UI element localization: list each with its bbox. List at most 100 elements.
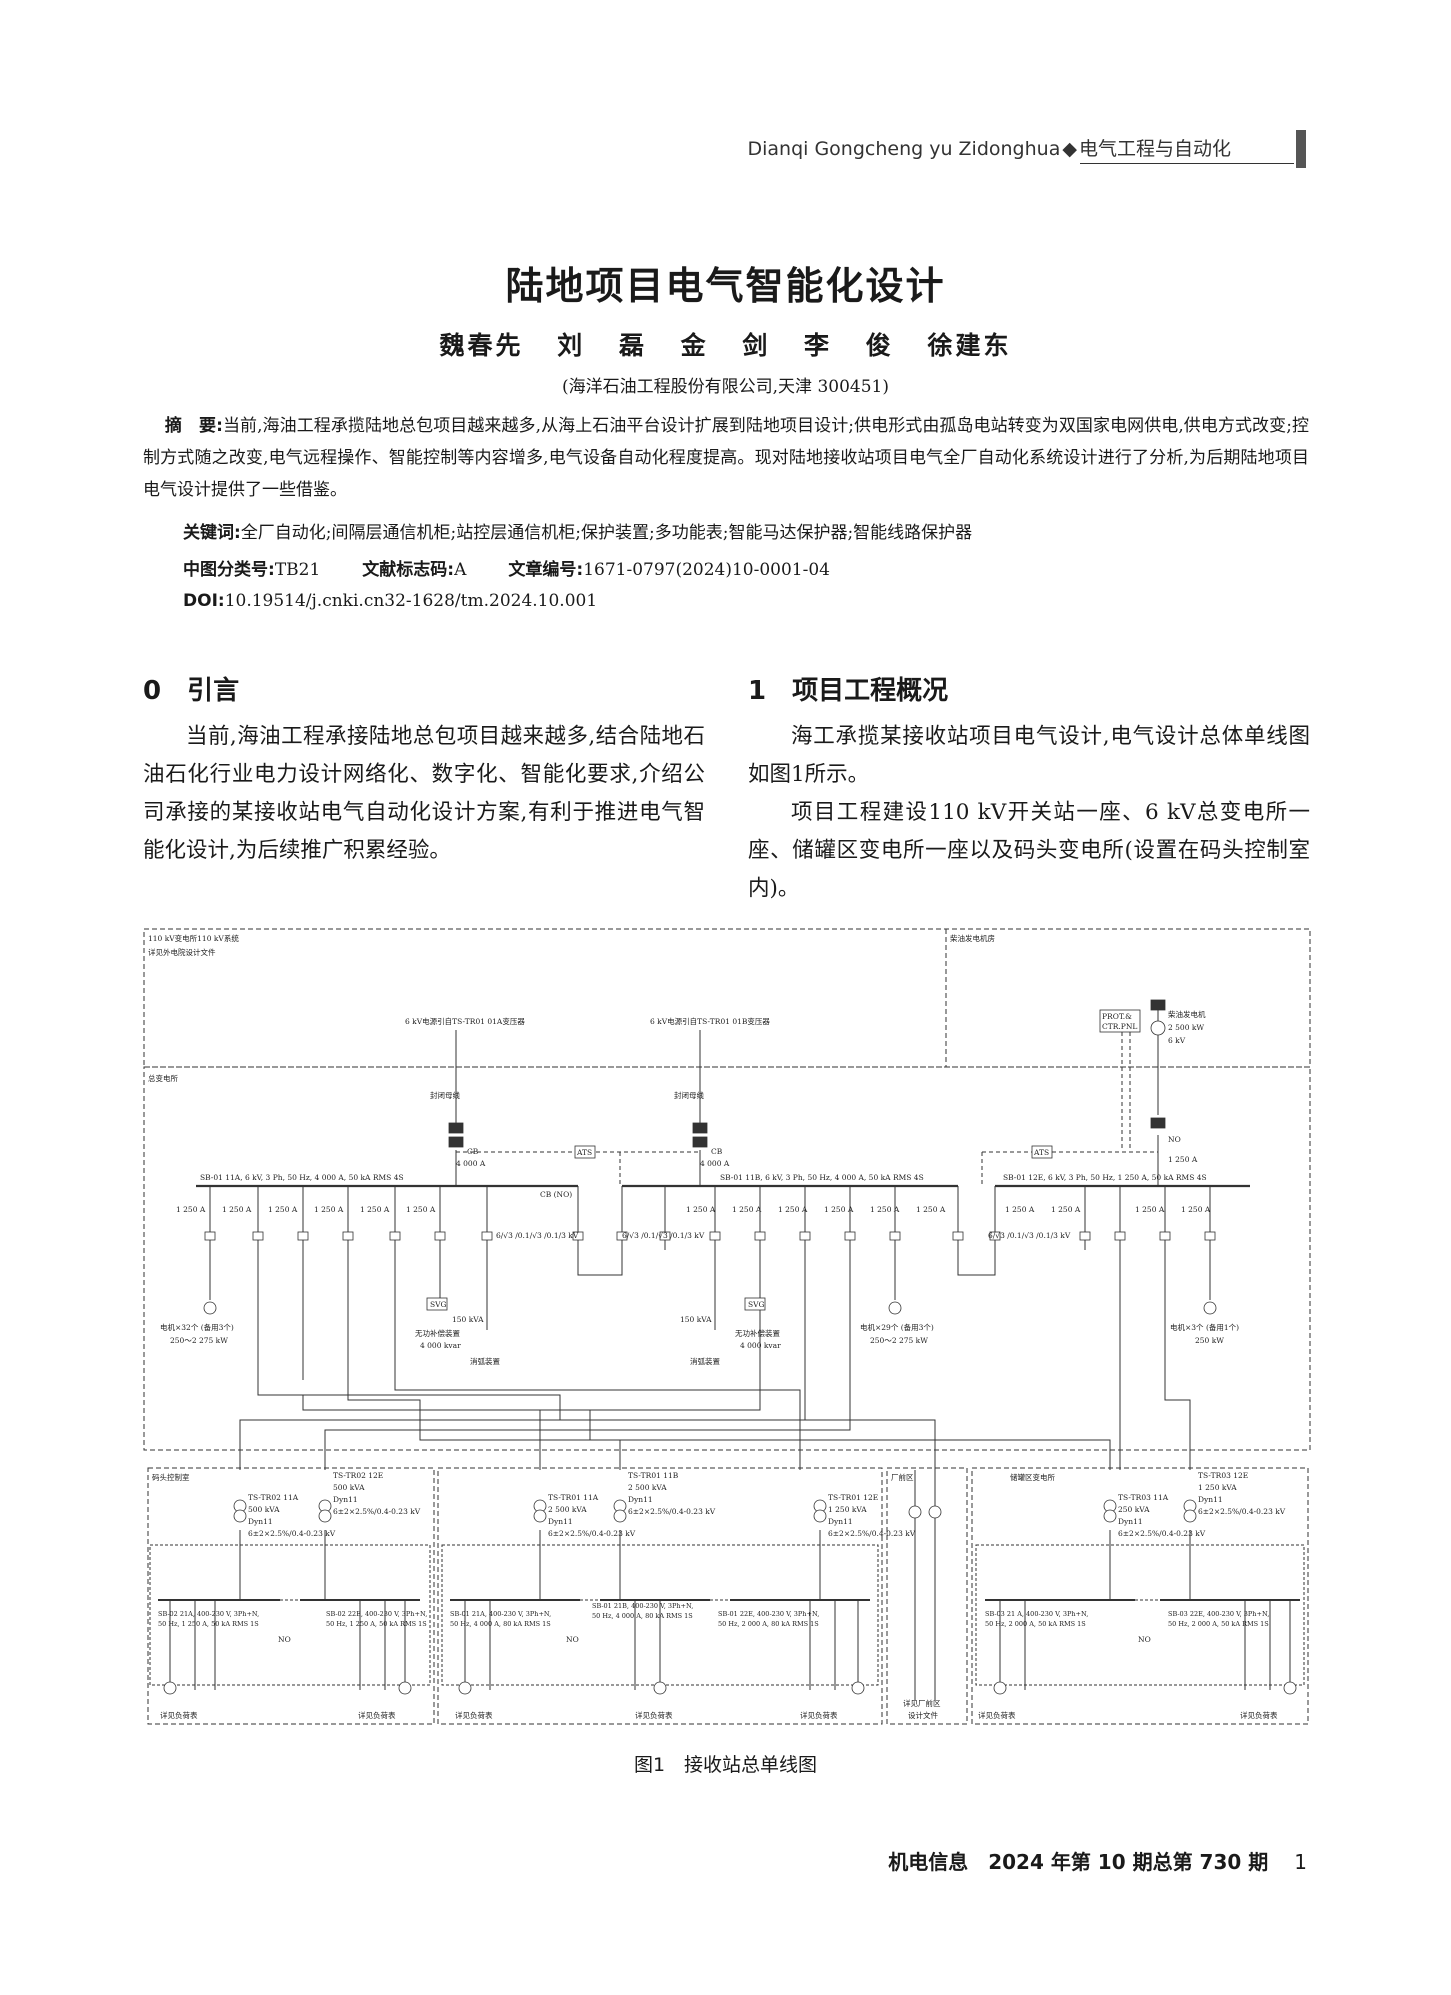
label-feed-a: 6 kV电源引自TS-TR01 01A变压器 (405, 1016, 525, 1026)
label-motor-c1: 电机×3个 (备用1个) (1170, 1322, 1239, 1332)
label-lv-no-a: NO (278, 1635, 291, 1644)
label-lv-no-b: NO (566, 1635, 579, 1644)
label-motor-a1: 电机×32个 (备用3个) (160, 1322, 234, 1332)
section-0-title: 引言 (187, 676, 240, 706)
label-load-7: 详见负荷表 (1240, 1710, 1278, 1720)
label-load-3: 详见负荷表 (455, 1710, 493, 1720)
label-svg-kva-a: 150 kVA (452, 1315, 484, 1324)
label-tr01e-dyn: Dyn11 (828, 1517, 853, 1526)
label-tr01a-dyn: Dyn11 (548, 1517, 573, 1526)
label-tr03a: TS-TR03 11A (1118, 1493, 1169, 1502)
section-1-number: 1 (748, 676, 767, 706)
journal-pinyin: Dianqi Gongcheng yu Zidonghua (747, 138, 1061, 160)
affiliation: (海洋石油工程股份有限公司,天津 300451) (562, 377, 889, 397)
breaker-icon (1150, 999, 1166, 1129)
label-svg-kvar-a: 4 000 kvar (420, 1341, 461, 1350)
label-gen-2: 2 500 kW (1168, 1023, 1204, 1032)
label-feed-b: 6 kV电源引自TS-TR01 01B变压器 (650, 1016, 770, 1026)
label-tr03a-dyn: Dyn11 (1118, 1517, 1143, 1526)
label-cb-a: CB (467, 1147, 479, 1156)
label-rating-c2: 1 250 A (1051, 1205, 1081, 1214)
label-cb-no: CB (NO) (540, 1190, 572, 1199)
figure-caption: 图1 接收站总单线图 (633, 1754, 818, 1776)
label-tr03e-ratio: 6±2×2.5%/0.4-0.23 kV (1198, 1507, 1286, 1516)
ats-box-b (1031, 1145, 1053, 1159)
label-plant-note-2: 设计文件 (908, 1710, 938, 1720)
transformer-icons (233, 1499, 1197, 1523)
clc-label: 中图分类号: (183, 560, 275, 580)
label-lv-0322e: SB-03 22E, 400-230 V, 3Ph+N, (1168, 1610, 1269, 1618)
label-tr01b: TS-TR01 11B (628, 1471, 679, 1480)
label-busduct-a: 封闭母线 (430, 1090, 460, 1100)
label-bus-a: SB-01 11A, 6 kV, 3 Ph, 50 Hz, 4 000 A, 5… (200, 1173, 404, 1182)
label-rating-a4: 1 250 A (314, 1205, 344, 1214)
label-tr01a-kva: 2 500 kVA (548, 1505, 587, 1514)
ats-box-a (574, 1145, 596, 1159)
label-plant-note-1: 详见厂前区 (903, 1698, 941, 1708)
label-tr01b-ratio: 6±2×2.5%/0.4-0.23 kV (628, 1507, 716, 1516)
label-tr02a-ratio: 6±2×2.5%/0.4-0.23 kV (248, 1529, 336, 1538)
label-rating-b3: 1 250 A (778, 1205, 808, 1214)
motor-icon (203, 1301, 217, 1315)
clc: 中图分类号:TB21 (183, 560, 320, 580)
art-value: 1671-0797(2024)10-0001-04 (583, 560, 831, 580)
label-svg-dev-a: 无功补偿装置 (415, 1328, 460, 1338)
label-ats-a: ATS (576, 1148, 592, 1157)
label-tr01b-kva: 2 500 kVA (628, 1483, 667, 1492)
label-bus-b: SB-01 11B, 6 kV, 3 Ph, 50 Hz, 4 000 A, 5… (720, 1173, 924, 1182)
label-motor-c2: 250 kW (1195, 1336, 1224, 1345)
section-0-number: 0 (143, 676, 162, 706)
generator-icon (1150, 1020, 1166, 1036)
label-lv-0121b: SB-01 21B, 400-230 V, 3Ph+N, (592, 1602, 693, 1610)
abstract-label: 摘 要: (164, 416, 223, 436)
label-tr01e-ratio: 6±2×2.5%/0.4-0.23 kV (828, 1529, 916, 1538)
breaker-icon (692, 1122, 708, 1148)
label-svg-a: SVG (430, 1300, 447, 1309)
header-rule (1080, 163, 1294, 164)
label-lv-0321a-2: 50 Hz, 2 000 A, 50 kA RMS 1S (985, 1620, 1086, 1628)
label-load-6: 详见负荷表 (978, 1710, 1016, 1720)
journal-name: 电气工程与自动化 (1078, 138, 1231, 160)
label-lv-0321a: SB-03 21 A, 400-230 V, 3Ph+N, (985, 1610, 1088, 1618)
doc-value: A (454, 560, 467, 580)
label-gen-1: 柴油发电机 (1168, 1009, 1206, 1019)
label-tr02a: TS-TR02 11A (248, 1493, 299, 1502)
label-load-5: 详见负荷表 (800, 1710, 838, 1720)
label-rating-c3: 1 250 A (1135, 1205, 1165, 1214)
svg-box-a (426, 1297, 448, 1311)
article-number: 文章编号:1671-0797(2024)10-0001-04 (508, 560, 830, 580)
doi-label: DOI: (183, 591, 225, 611)
art-label: 文章编号: (508, 560, 584, 580)
label-rating-b5: 1 250 A (870, 1205, 900, 1214)
label-vt-b: 6/√3 /0.1/√3 /0.1/3 kV (622, 1231, 705, 1240)
prot-ctr-panel (1099, 1009, 1141, 1033)
label-110kv-area: 110 kV变电所110 kV系统 (148, 933, 239, 943)
keywords: 关键词:全厂自动化;间隔层通信机柜;站控层通信机柜;保护装置;多功能表;智能马达… (183, 518, 972, 543)
label-110kv-note: 详见外电院设计文件 (148, 947, 216, 957)
footer-journal: 机电信息 2024 年第 10 期总第 730 期 (888, 1850, 1269, 1874)
label-lv-0322e-2: 50 Hz, 2 000 A, 50 kA RMS 1S (1168, 1620, 1269, 1628)
label-busduct-b: 封闭母线 (674, 1090, 704, 1100)
label-lv-0221a: SB-02 21A, 400-230 V, 3Ph+N, (158, 1610, 259, 1618)
label-arc-b: 消弧装置 (690, 1356, 720, 1366)
header-bar (1296, 130, 1306, 168)
doi-text: 10.19514/j.cnki.cn32-1628/tm.2024.10.001 (224, 591, 598, 611)
label-tr01e: TS-TR01 12E (828, 1493, 878, 1502)
abstract: 摘 要:当前,海油工程承揽陆地总包项目越来越多,从海上石油平台设计扩展到陆地项目… (143, 410, 1309, 506)
label-load-2: 详见负荷表 (358, 1710, 396, 1720)
label-rating-c4: 1 250 A (1181, 1205, 1211, 1214)
label-lv-0121a-2: 50 Hz, 4 000 A, 80 kA RMS 1S (450, 1620, 551, 1628)
label-lv-0222e: SB-02 22E, 400-230 V, 3Ph+N, (326, 1610, 427, 1618)
label-rating-b6: 1 250 A (916, 1205, 946, 1214)
feeder-breaker-row (204, 1231, 1216, 1241)
label-tr03e: TS-TR03 12E (1198, 1471, 1248, 1480)
label-tr02a-dyn: Dyn11 (248, 1517, 273, 1526)
label-tr03e-dyn: Dyn11 (1198, 1495, 1223, 1504)
label-lv-0221a-2: 50 Hz, 1 250 A, 50 kA RMS 1S (158, 1620, 259, 1628)
label-svg-kvar-b: 4 000 kvar (740, 1341, 781, 1350)
label-rating-b1: 1 250 A (686, 1205, 716, 1214)
motor-icon (888, 1301, 902, 1315)
label-cb-a-rating: 4 000 A (456, 1159, 486, 1168)
label-cb-b: CB (711, 1147, 723, 1156)
